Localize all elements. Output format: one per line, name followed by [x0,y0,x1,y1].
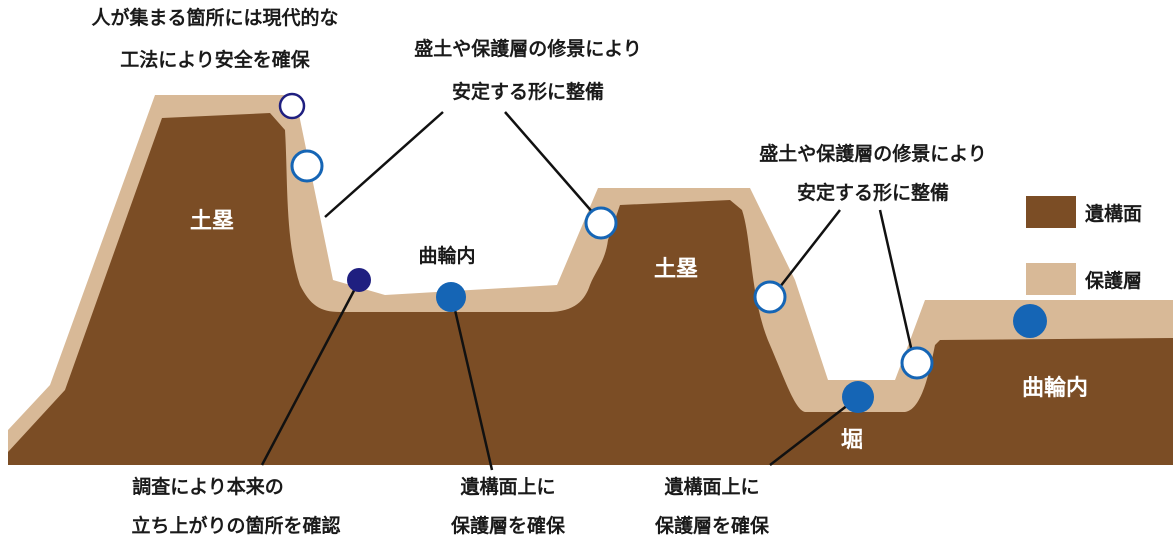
leader-lines [260,111,914,471]
label-enclosure-right: 曲輪内 [1022,375,1088,401]
leader-line-restore-right-left [775,209,841,293]
annotation-restore-right-line1: 盛土や保護層の修景により [759,142,987,165]
leader-line-protect-moat [769,397,858,466]
annotation-protect-center-line1: 遺構面上に [460,475,555,498]
marker-filled-circle-blue [842,381,874,413]
annotation-investigation-line1: 調査により本来の [132,475,284,498]
leader-line-restore-upper-left [324,111,444,218]
label-earthwork-left: 土塁 [190,208,234,234]
annotation-restore-upper-line2: 安定する形に整備 [452,80,604,103]
marker-open-circle [900,346,934,380]
annotation-protect-center-line2: 保護層を確保 [450,514,566,537]
marker-open-circle [290,149,324,183]
legend-label-remains-surface: 遺構面 [1085,202,1142,225]
annotation-investigation-line2: 立ち上がりの箇所を確認 [131,514,340,537]
leader-line-investigation [260,282,360,466]
annotation-protect-moat-line1: 遺構面上に [664,475,759,498]
label-earthwork-center: 土塁 [654,256,698,282]
markers [278,92,1047,413]
leader-line-restore-upper-right [504,111,595,215]
label-enclosure-center: 曲輪内 [418,244,475,267]
marker-open-circle [584,206,618,240]
marker-filled-circle-blue [436,282,466,312]
legend: 遺構面 保護層 [1026,196,1142,295]
marker-open-circle [753,280,787,314]
leader-line-restore-right-right [878,209,914,353]
annotation-modern-method-line1: 人が集まる箇所には現代的な [91,6,338,29]
annotation-protect-moat-line2: 保護層を確保 [654,514,770,537]
annotation-modern-method-line2: 工法により安全を確保 [120,48,311,71]
legend-swatch-remains-surface [1026,196,1076,228]
legend-swatch-protective-layer [1026,263,1076,295]
annotation-restore-upper-line1: 盛土や保護層の修景により [414,37,642,60]
annotation-restore-right-line2: 安定する形に整備 [797,181,949,204]
marker-open-circle-navy-outline [278,92,306,120]
marker-filled-circle-blue [1013,304,1047,338]
remains-surface-shape [8,113,1173,465]
leader-line-protect-center [450,296,494,471]
label-moat: 堀 [841,427,863,453]
marker-filled-circle-navy [347,268,371,292]
legend-label-protective-layer: 保護層 [1084,269,1142,292]
